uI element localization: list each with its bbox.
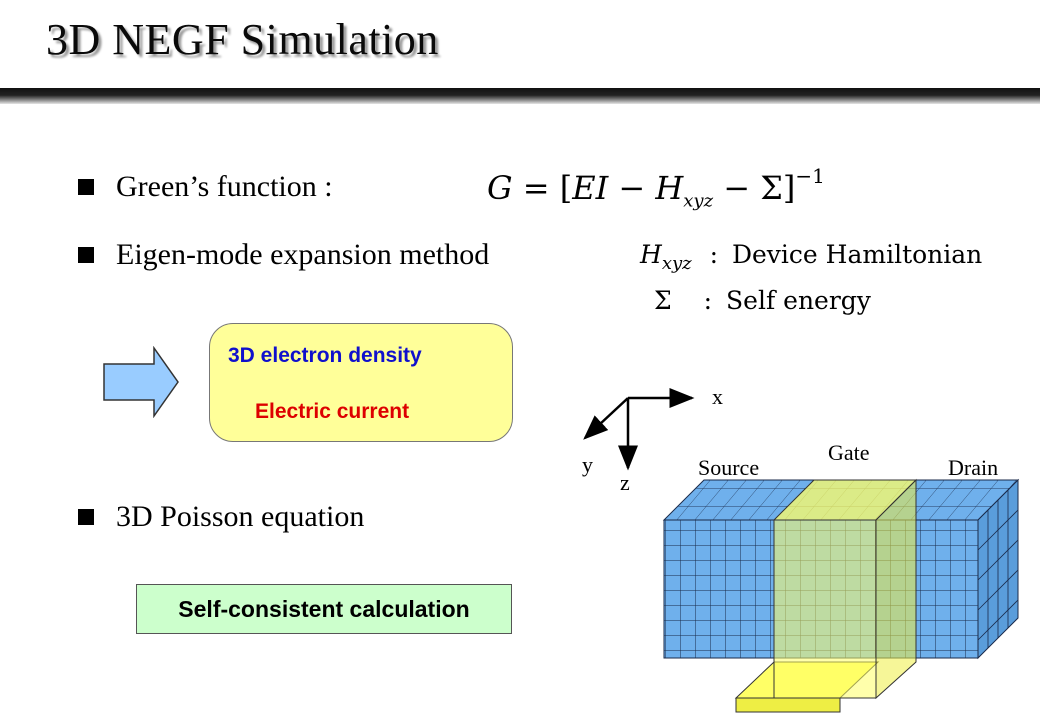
x-axis-label: x: [712, 384, 723, 409]
title-divider: [0, 88, 1040, 104]
bullet-text: Eigen-mode expansion method: [116, 238, 490, 271]
bullet-poisson: 3D Poisson equation: [78, 500, 364, 534]
coordinate-axes: [583, 388, 695, 471]
y-axis-label: y: [582, 452, 593, 477]
gate-label: Gate: [828, 440, 870, 465]
source-label: Source: [698, 455, 759, 480]
right-block-arrow-icon: [103, 346, 179, 418]
self-consistent-box: Self-consistent calculation: [136, 584, 512, 634]
electric-current-label: Electric current: [255, 400, 410, 423]
square-bullet-icon: [78, 179, 94, 195]
result-box: 3D electron density Electric current: [209, 323, 513, 442]
electron-density-label: 3D electron density: [228, 344, 422, 367]
bullet-text: Green’s function :: [116, 170, 333, 203]
bullet-eigen-mode: Eigen-mode expansion method: [78, 238, 489, 272]
z-axis-label: z: [620, 470, 630, 495]
bullet-greens-function: Green’s function :: [78, 170, 333, 204]
square-bullet-icon: [78, 247, 94, 263]
slide-title: 3D NEGF Simulation: [46, 15, 439, 64]
definition-self-energy: Σ : Self energy: [654, 286, 871, 315]
square-bullet-icon: [78, 509, 94, 525]
definition-hamiltonian: Hxyz : Device Hamiltonian: [640, 240, 983, 274]
drain-label: Drain: [948, 455, 998, 480]
device-diagram: x y z Source Gate Drain: [582, 384, 1020, 713]
gate-slab: [772, 478, 918, 700]
greens-function-equation: G = [EI − Hxyz − Σ]−1: [487, 164, 825, 212]
bullet-text: 3D Poisson equation: [116, 500, 365, 533]
